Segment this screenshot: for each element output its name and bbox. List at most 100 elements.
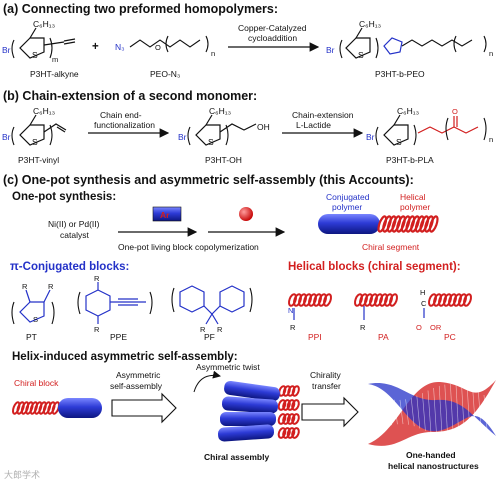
pt-r2: R [48, 282, 54, 291]
pt-r1: R [22, 282, 28, 291]
br-label-2: Br [326, 45, 335, 55]
p3ht-oh-label: P3HT-OH [205, 155, 242, 165]
oxygen-label: O [155, 43, 161, 52]
sulfur-label-5: S [396, 137, 402, 147]
block-pt-label: PT [26, 332, 37, 342]
block-pf-label: PF [204, 332, 215, 342]
arrow-b1-line1: Chain end- [100, 110, 142, 120]
section-c-title: (c) One-pot synthesis and asymmetric sel… [3, 173, 414, 187]
chiral-segment-label: Chiral segment [362, 242, 420, 252]
helix-title: Helix-induced asymmetric self-assembly: [12, 351, 238, 363]
chiral-assembly-label: Chiral assembly [204, 452, 269, 462]
onepot-title: One-pot synthesis: [12, 191, 116, 203]
sulfur-label-4: S [208, 137, 214, 147]
br-label: Br [2, 45, 11, 55]
azide-label: N₃ [115, 42, 125, 52]
n-subscript: n [211, 49, 215, 58]
br-label-4: Br [178, 132, 187, 142]
asym-twist-label: Asymmetric twist [196, 362, 260, 372]
conjugated-line1: Conjugated [326, 192, 370, 202]
helical-monomer-ball [239, 207, 253, 221]
helical-line1: Helical [400, 192, 426, 202]
p3ht-b-peo-label: P3HT-b-PEO [375, 69, 425, 79]
stacked-helices [277, 385, 300, 439]
pc-o: O [416, 323, 422, 332]
hexyl-label: C₆H₁₃ [33, 19, 55, 29]
pc-h: H [420, 288, 425, 297]
ar-monomer-block [152, 206, 182, 222]
ppe-r1: R [94, 274, 100, 283]
block-pc-label: PC [444, 332, 456, 342]
pf-r2: R [217, 325, 223, 334]
conj-blocks-title: π-Conjugated blocks: [10, 261, 129, 273]
sulfur-label-2: S [358, 50, 364, 60]
twist-arrow [193, 370, 221, 393]
ppi-nitrogen: N [288, 306, 293, 315]
hexyl-label-3: C₆H₁₃ [33, 106, 55, 116]
ppe-structure: R R [77, 274, 153, 334]
pa-structure: R [354, 293, 398, 332]
hexyl-label-2: C₆H₁₃ [359, 19, 381, 29]
transfer-line2: transfer [312, 381, 341, 391]
chiral-assembly-stack [217, 380, 300, 442]
pt-sulfur: S [33, 315, 38, 324]
section-b-title: (b) Chain-extension of a second monomer: [3, 89, 257, 103]
hexyl-label-5: C₆H₁₃ [397, 106, 419, 116]
asym-line2: self-assembly [110, 381, 163, 391]
n-subscript-3: n [489, 135, 493, 144]
p3ht-vinyl-label: P3HT-vinyl [18, 155, 59, 165]
plus-sign: + [92, 41, 99, 53]
peo-n3-label: PEO-N₃ [150, 69, 180, 79]
arrow-b2-line1: Chain-extension [292, 110, 354, 120]
br-label-3: Br [2, 132, 11, 142]
helical-nanostructure [368, 380, 496, 446]
single-chain-rod [58, 398, 102, 418]
p3ht-b-pla-label: P3HT-b-PLA [386, 155, 434, 165]
p3ht-b-peo-structure: Br S C₆H₁₃ n [326, 19, 493, 60]
pt-structure: R R S [11, 282, 55, 325]
pa-helix [354, 293, 398, 307]
pc-structure: H C O OR [416, 288, 472, 332]
catalyst-line1: Ni(II) or Pd(II) [48, 219, 100, 229]
block-ppe-label: PPE [110, 332, 127, 342]
transfer-arrow [301, 396, 359, 428]
p3ht-alkyne-label: P3HT-alkyne [30, 69, 79, 79]
watermark: 大郎学术 [4, 469, 40, 480]
arrow-a-line1: Copper-Catalyzed [238, 23, 307, 33]
ppe-r2: R [94, 325, 100, 334]
br-label-5: Br [366, 132, 375, 142]
pf-structure: R R [171, 285, 253, 334]
nano-line2: helical nanostructures [388, 461, 479, 471]
ppi-structure: N R [288, 293, 332, 332]
p3ht-b-pla-structure: Br S C₆H₁₃ O n [366, 106, 493, 147]
nano-line1: One-handed [406, 450, 456, 460]
section-a-title: (a) Connecting two preformed homopolymer… [3, 2, 278, 16]
ar-label: Ar [160, 210, 170, 220]
p3ht-oh-structure: Br S C₆H₁₃ OH [178, 106, 270, 147]
conjugated-rod [318, 214, 380, 234]
helical-coil [377, 215, 439, 233]
sulfur-label-3: S [32, 137, 38, 147]
hexyl-label-4: C₆H₁₃ [209, 106, 231, 116]
pa-r: R [360, 323, 366, 332]
arrow-b1-line2: functionalization [94, 120, 155, 130]
catalyst-line2: catalyst [60, 230, 89, 240]
ppi-helix [288, 293, 332, 307]
peo-n3-structure: N₃ O n [115, 35, 215, 58]
carbonyl-oxygen-label: O [452, 107, 458, 116]
pf-r1: R [200, 325, 206, 334]
helical-blocks-title: Helical blocks (chiral segment): [288, 261, 461, 273]
m-subscript: m [52, 55, 58, 64]
pc-helix [428, 293, 472, 307]
sulfur-label: S [32, 50, 38, 60]
transfer-line1: Chirality [310, 370, 341, 380]
arrow-b2-line2: L-Lactide [296, 120, 331, 130]
pc-or: OR [430, 323, 442, 332]
helical-line2: polymer [400, 202, 430, 212]
n-subscript-2: n [489, 49, 493, 58]
chiral-block-label: Chiral block [14, 378, 59, 388]
conjugated-line2: polymer [332, 202, 362, 212]
single-chain-helix [12, 401, 60, 415]
assembly-arrow [111, 392, 177, 424]
